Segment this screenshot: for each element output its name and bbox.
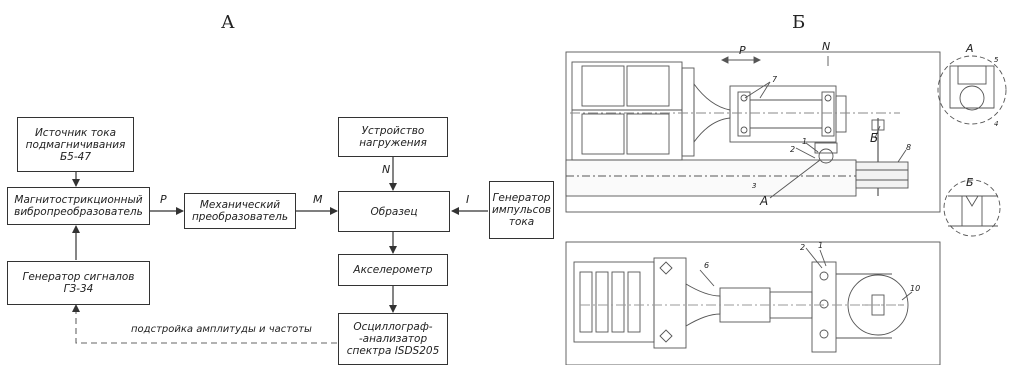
base-plate xyxy=(565,159,857,197)
magnetostrictive-block: Магнитострикционный вибропреобразователь xyxy=(7,187,150,225)
signal-m-label: M xyxy=(313,193,323,206)
drawing-b-label: Б xyxy=(870,131,878,145)
current-source-block: Источник тока подмагничивания Б5-47 xyxy=(17,117,134,172)
drawing-8-label: 8 xyxy=(906,143,911,152)
signal-generator-block: Генератор сигналов ГЗ-34 xyxy=(7,261,150,305)
roller-circle xyxy=(847,274,909,336)
signal-n-label: N xyxy=(382,163,391,176)
signal-i-label: I xyxy=(466,193,470,206)
pulse-generator-block: Генератор импульсов тока xyxy=(489,181,554,239)
weight-8 xyxy=(855,161,909,189)
drawing-10-label: 10 xyxy=(910,284,920,293)
feedback-dashed-line xyxy=(72,304,337,344)
signal-p-label: P xyxy=(160,193,167,206)
detail-a-circle xyxy=(937,55,1007,125)
feedback-label: подстройка амплитуды и частоты xyxy=(131,324,312,335)
drawing-1b-label: 1 xyxy=(818,241,823,250)
drawing-2-label: 2 xyxy=(790,145,795,154)
drawing-6-label: 6 xyxy=(704,261,709,270)
drawing-2b-label: 2 xyxy=(800,243,805,252)
drawing-p-label: P xyxy=(739,44,746,57)
detail-a-5-label: 5 xyxy=(994,56,999,64)
detail-a-4-label: 4 xyxy=(994,120,998,128)
drawing-7-label: 7 xyxy=(772,75,778,84)
bottom-view-frame xyxy=(565,241,941,365)
transducer-bottom xyxy=(573,261,655,343)
drawing-a-label: А xyxy=(759,194,768,208)
panel-label-b: Б xyxy=(792,12,806,33)
sample-block: Образец xyxy=(338,191,450,232)
clamp xyxy=(729,85,837,143)
detail-b-title: Б xyxy=(966,176,974,189)
detail-b-circle xyxy=(943,179,1001,237)
panel-label-a: А xyxy=(221,12,235,33)
accelerometer-block: Акселерометр xyxy=(338,254,448,286)
oscilloscope-block: Осциллограф- -анализатор спектра ISDS205 xyxy=(338,313,448,365)
top-view-frame xyxy=(565,51,941,213)
drawing-n-label: N xyxy=(822,40,830,53)
support-block xyxy=(811,261,837,353)
loading-device-block: Устройство нагружения xyxy=(338,117,448,157)
mechanical-converter-block: Механический преобразователь xyxy=(184,193,296,229)
drawing-3-label: 3 xyxy=(752,182,756,190)
drawing-1-label: 1 xyxy=(802,137,807,146)
detail-a-title: А xyxy=(965,42,974,55)
